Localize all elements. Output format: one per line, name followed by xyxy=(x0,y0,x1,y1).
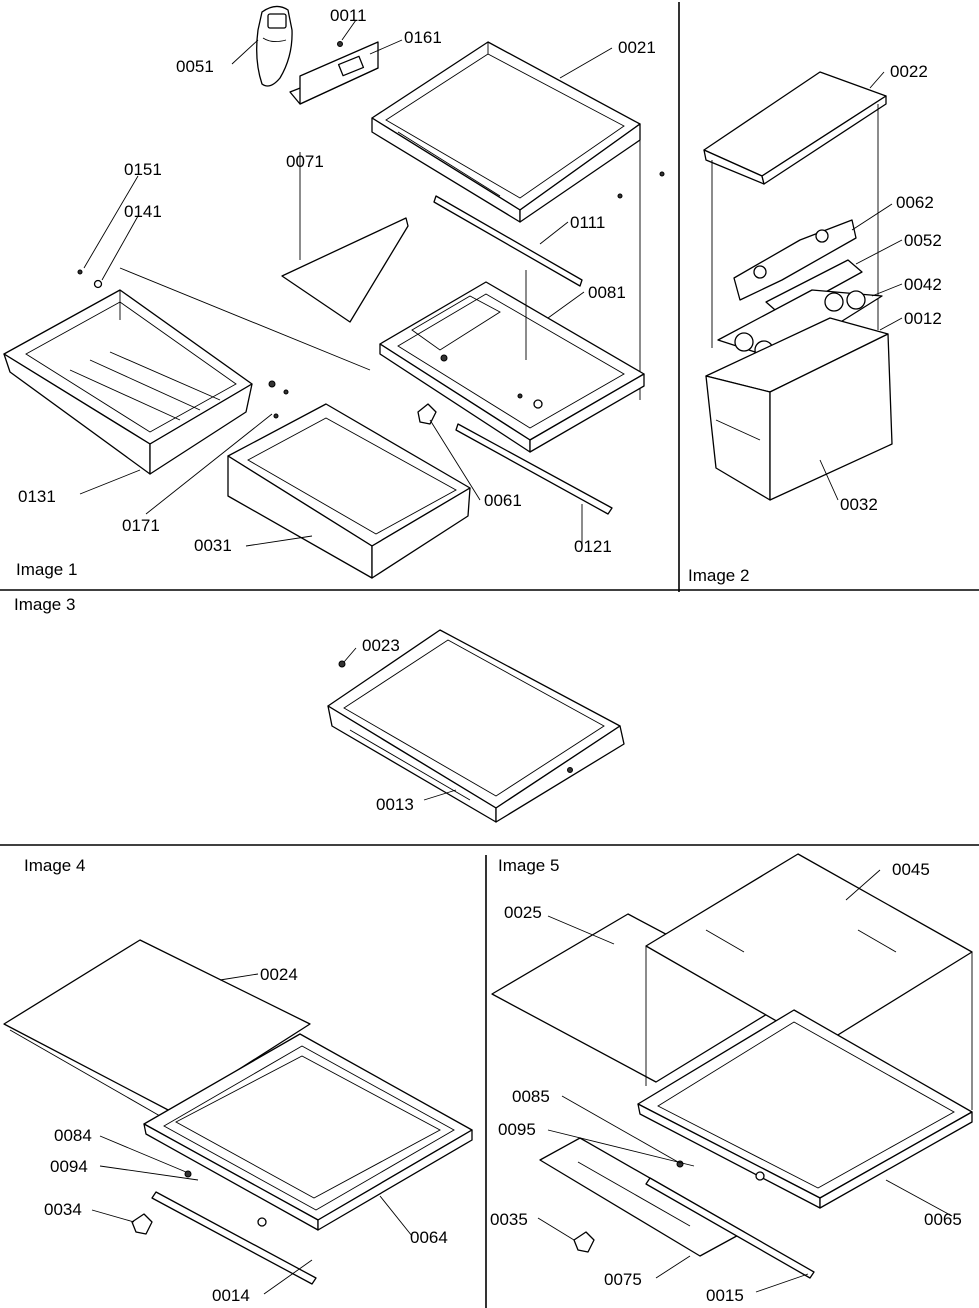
image4-group xyxy=(3,939,473,1285)
part-0061-clip xyxy=(417,403,437,425)
part-0021-glass-shelf xyxy=(371,41,665,400)
part-0062-egg-holder xyxy=(733,219,857,301)
part-0081-crisper-frame xyxy=(379,270,645,453)
label-0085: 0085 xyxy=(512,1087,550,1106)
label-0171: 0171 xyxy=(122,516,160,535)
label-0111: 0111 xyxy=(570,213,605,232)
label-0075: 0075 xyxy=(604,1270,642,1289)
part-0034-clip xyxy=(131,1213,153,1235)
label-0141: 0141 xyxy=(124,202,162,221)
label-0042: 0042 xyxy=(904,275,942,294)
label-0161: 0161 xyxy=(404,28,442,47)
label-0065: 0065 xyxy=(924,1210,962,1229)
part-0071-crisper-cover xyxy=(281,152,409,323)
label-0084: 0084 xyxy=(54,1126,92,1145)
label-0094: 0094 xyxy=(50,1157,88,1176)
part-0065-frame xyxy=(637,1009,973,1209)
part-labels: 0011 0161 0051 0021 0071 0151 0141 0111 … xyxy=(18,6,962,1305)
part-0015-rail xyxy=(645,1177,815,1279)
label-0035: 0035 xyxy=(490,1210,528,1229)
image2-group xyxy=(703,71,893,501)
label-0013: 0013 xyxy=(376,795,414,814)
label-0014: 0014 xyxy=(212,1286,250,1305)
label-0015: 0015 xyxy=(706,1286,744,1305)
label-0011: 0011 xyxy=(330,6,367,25)
caption-image1: Image 1 xyxy=(16,560,77,579)
part-0131-crisper-drawer xyxy=(3,267,371,475)
part-0024-glass xyxy=(3,939,311,1117)
label-0121: 0121 xyxy=(574,537,612,556)
caption-image2: Image 2 xyxy=(688,566,749,585)
image3-group xyxy=(327,629,625,823)
caption-image5: Image 5 xyxy=(498,856,559,875)
part-0042-egg-tray xyxy=(717,289,883,361)
part-0013-shelf xyxy=(327,629,625,823)
label-0151: 0151 xyxy=(124,160,162,179)
part-0014-rail xyxy=(151,1191,317,1285)
label-0022: 0022 xyxy=(890,62,928,81)
label-0031: 0031 xyxy=(194,536,232,555)
label-0081: 0081 xyxy=(588,283,626,302)
label-0023: 0023 xyxy=(362,636,400,655)
part-0035-clip xyxy=(573,1231,595,1253)
label-0052: 0052 xyxy=(904,231,942,250)
part-0121-rail xyxy=(455,423,613,515)
label-0064: 0064 xyxy=(410,1228,448,1247)
label-0061: 0061 xyxy=(484,491,522,510)
label-0071: 0071 xyxy=(286,152,324,171)
leader-lines xyxy=(79,19,953,1295)
caption-image4: Image 4 xyxy=(24,856,85,875)
label-0131: 0131 xyxy=(18,487,56,506)
part-0031-crisper-drawer xyxy=(227,403,471,579)
caption-image3: Image 3 xyxy=(14,595,75,614)
label-0051: 0051 xyxy=(176,57,214,76)
part-0151-0141-pins xyxy=(77,269,103,289)
label-0095: 0095 xyxy=(498,1120,536,1139)
part-0161-bracket xyxy=(289,41,379,105)
part-0064-frame xyxy=(143,1033,473,1231)
label-0021: 0021 xyxy=(618,38,656,57)
label-0025: 0025 xyxy=(504,903,542,922)
image5-group xyxy=(491,853,973,1279)
label-0034: 0034 xyxy=(44,1200,82,1219)
part-0012-bin xyxy=(705,317,893,501)
label-0012: 0012 xyxy=(904,309,942,328)
label-0032: 0032 xyxy=(840,495,878,514)
part-0111-rail xyxy=(433,195,583,287)
label-0045: 0045 xyxy=(892,860,930,879)
panel-captions: Image 1 Image 2 Image 3 Image 4 Image 5 xyxy=(14,560,749,875)
image1-group xyxy=(3,5,665,579)
label-0062: 0062 xyxy=(896,193,934,212)
part-0022-lid xyxy=(703,71,887,348)
part-0051-handle-cover xyxy=(256,5,293,87)
label-0024: 0024 xyxy=(260,965,298,984)
